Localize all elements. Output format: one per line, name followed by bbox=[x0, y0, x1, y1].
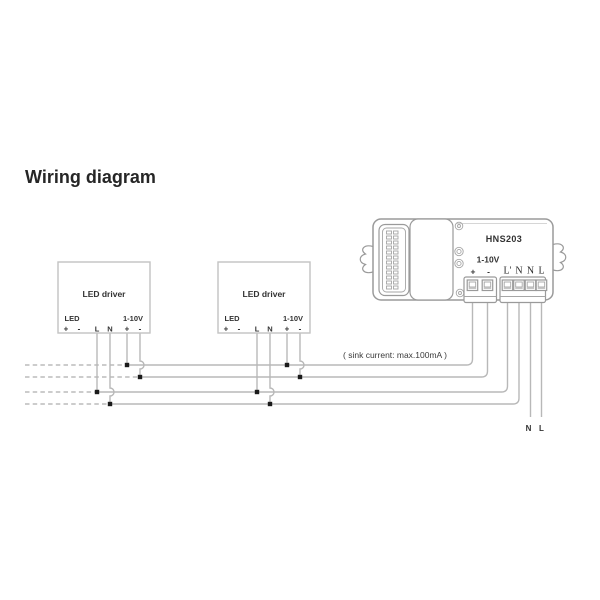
junction-dot bbox=[107, 401, 113, 407]
dim-input-label: 1-10V bbox=[123, 314, 143, 323]
sensor-hns203: HNS203 1-10V + - L' N N L bbox=[359, 218, 567, 304]
screw-icon bbox=[457, 224, 461, 228]
led-minus-label: - bbox=[78, 325, 81, 334]
mains-terminal-block bbox=[499, 276, 548, 304]
sensor-dim-minus-label: - bbox=[487, 267, 490, 277]
sink-current-note: ( sink current: max.100mA ) bbox=[343, 350, 447, 360]
led-driver-2: LED driver LED + - L N 1-10V + - bbox=[217, 261, 311, 334]
dim-minus-label: - bbox=[139, 325, 142, 334]
dim-terminal-block bbox=[463, 276, 498, 304]
terminal-label-l: L bbox=[538, 266, 544, 277]
snap-button-icon bbox=[456, 260, 462, 267]
led-driver-box bbox=[57, 261, 151, 334]
led-output-label: LED bbox=[65, 314, 81, 323]
driver1-wires bbox=[96, 333, 145, 404]
sensor-dim-label: 1-10V bbox=[477, 255, 500, 265]
led-plus-label: + bbox=[224, 325, 229, 334]
mounting-ear-right bbox=[552, 243, 567, 272]
sensor-mid-section bbox=[409, 218, 454, 301]
driver2-dim-minus-wire bbox=[299, 333, 305, 377]
snap-button-icon bbox=[456, 248, 462, 255]
mains-live-label: L bbox=[539, 424, 544, 433]
led-driver-name: LED driver bbox=[243, 289, 287, 299]
driver2-wires bbox=[256, 333, 305, 404]
junction-dot bbox=[297, 374, 303, 380]
dim-minus-label: - bbox=[299, 325, 302, 334]
terminal-label-n: N bbox=[515, 266, 522, 277]
led-driver-name: LED driver bbox=[83, 289, 127, 299]
junction-dot bbox=[124, 362, 130, 368]
driver1-neutral-wire bbox=[109, 333, 115, 404]
junction-dot bbox=[94, 389, 100, 395]
snap-button-icon bbox=[454, 246, 464, 257]
led-plus-label: + bbox=[64, 325, 69, 334]
dim-plus-label: + bbox=[125, 325, 130, 334]
screw-icon bbox=[454, 221, 464, 231]
led-driver-box bbox=[217, 261, 311, 334]
mains-neutral-label: N bbox=[526, 424, 532, 433]
neutral-bus bbox=[110, 302, 520, 405]
switched-live-bus bbox=[97, 302, 509, 393]
snap-button-icon bbox=[454, 258, 464, 269]
dip-switch-array bbox=[378, 223, 410, 297]
screw-icon bbox=[458, 291, 462, 295]
bus-wires bbox=[25, 302, 543, 417]
driver2-neutral-wire bbox=[269, 333, 275, 404]
sensor-dim-plus-label: + bbox=[471, 267, 476, 277]
dim-input-label: 1-10V bbox=[283, 314, 303, 323]
junction-dot bbox=[284, 362, 290, 368]
terminal-label-n: N bbox=[527, 266, 534, 277]
dim-plus-bus bbox=[127, 302, 474, 366]
page-title: Wiring diagram bbox=[25, 167, 156, 187]
led-output-label: LED bbox=[225, 314, 241, 323]
neutral-terminal-label: N bbox=[267, 325, 272, 334]
junction-dot bbox=[254, 389, 260, 395]
junction-dot bbox=[267, 401, 273, 407]
live-terminal-label: L bbox=[255, 325, 260, 334]
mounting-ear-left bbox=[359, 245, 374, 274]
junction-dots bbox=[94, 362, 303, 407]
dim-minus-bus bbox=[140, 302, 489, 378]
driver1-dim-minus-wire bbox=[139, 333, 145, 377]
dim-plus-label: + bbox=[285, 325, 290, 334]
junction-dot bbox=[137, 374, 143, 380]
neutral-terminal-label: N bbox=[107, 325, 112, 334]
led-minus-label: - bbox=[238, 325, 241, 334]
sensor-model-label: HNS203 bbox=[486, 234, 522, 244]
led-driver-1: LED driver LED + - L N 1-10V + - bbox=[57, 261, 151, 334]
live-terminal-label: L bbox=[95, 325, 100, 334]
terminal-label-l-switched: L' bbox=[504, 266, 512, 277]
